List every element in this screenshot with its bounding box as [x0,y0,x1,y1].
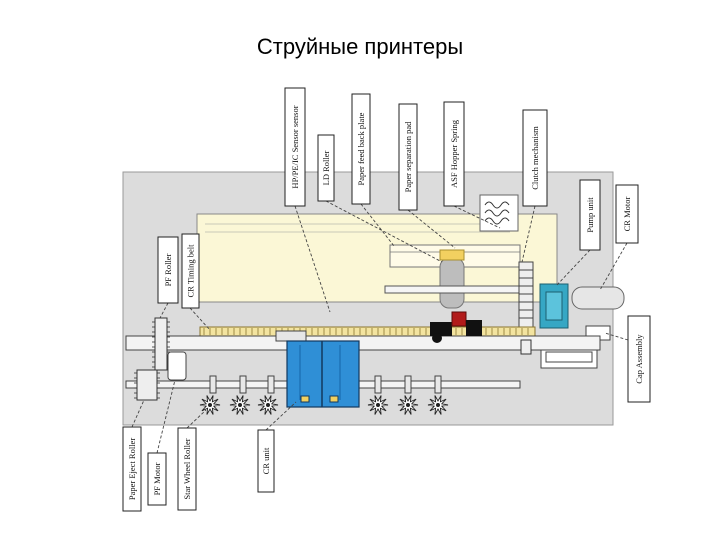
cr-timing-belt [199,326,536,337]
pf-roller-gear [136,317,168,401]
label-paper-eject-roller: Paper Eject Roller [122,426,142,512]
svg-text:ASF Hopper Spring: ASF Hopper Spring [449,119,459,188]
label-asf-hopper-spring: ASF Hopper Spring [443,101,465,207]
svg-text:Cap Assembly: Cap Assembly [634,334,644,384]
label-cr-timing-belt: CR Timing belt [181,233,200,309]
label-pf-roller: PF Roller [157,236,179,304]
leader-line [325,200,443,263]
rail-bushing [239,375,247,394]
star-wheel [229,395,251,415]
leader-line [555,249,591,287]
cr-unit [275,330,360,408]
label-pump-unit: Pump unit [579,179,601,251]
svg-text:LD Roller: LD Roller [321,150,331,185]
leader-line [294,205,331,313]
page-title: Струйные принтеры [256,34,464,59]
rail-bushing [404,375,412,394]
ld-roller-shaft [384,285,526,294]
pf-motor [167,351,187,381]
label-pf-motor: PF Motor [147,452,167,506]
label-cr-motor: CR Motor [615,184,639,244]
rail-bushing [267,375,275,394]
leader-line [521,205,536,263]
leader-line [265,401,297,431]
svg-text:Pump unit: Pump unit [585,197,595,233]
svg-text:CR Motor: CR Motor [622,196,632,231]
rail-bushing [374,375,382,394]
rail-bushing [434,375,442,394]
label-ld-roller: LD Roller [317,134,335,202]
star-wheel [199,395,221,415]
label-cr-unit: CR unit [257,429,275,493]
svg-text:Paper feed back plate: Paper feed back plate [356,112,366,185]
svg-text:CR Timing belt: CR Timing belt [186,244,196,298]
rail-bushing [209,375,217,394]
hp-pe-ic-sensor-parts [430,311,482,343]
star-wheel [257,395,279,415]
star-wheel [397,395,419,415]
leader-line [407,209,456,249]
svg-text:CR unit: CR unit [261,447,271,474]
label-clutch-mechanism: Clutch mechanism [522,109,548,207]
label-paper-separation-pad: Paper separation pad [398,103,418,211]
leader-line [360,203,395,247]
star-wheel [427,395,449,415]
cr-motor [571,286,625,310]
svg-text:Paper separation pad: Paper separation pad [403,121,413,193]
leader-line [159,302,169,319]
label-paper-feed-back-plate: Paper feed back plate [351,93,371,205]
svg-text:Paper Eject Roller: Paper Eject Roller [127,438,137,500]
leader-line [604,332,629,341]
label-hp-pe-ic-sensor: HP/PE/IC Sensor sensor [284,87,306,207]
leader-line [453,205,501,229]
label-star-wheel-roller: Star Wheel Roller [177,427,197,511]
leader-line [156,379,176,454]
leader-line [599,242,628,291]
svg-text:Star Wheel Roller: Star Wheel Roller [182,438,192,499]
svg-text:PF Roller: PF Roller [163,253,173,286]
svg-text:Clutch mechanism: Clutch mechanism [530,126,540,190]
label-cap-assembly: Cap Assembly [627,315,651,403]
asf-hopper-spring [479,194,519,232]
carriage-guide-shaft [125,335,601,351]
ld-roller [439,249,465,309]
svg-text:PF Motor: PF Motor [152,462,162,495]
star-wheel [367,395,389,415]
svg-text:HP/PE/IC Sensor sensor: HP/PE/IC Sensor sensor [290,105,300,188]
clutch-mechanism-gears [518,261,534,333]
leader-line [186,409,207,429]
